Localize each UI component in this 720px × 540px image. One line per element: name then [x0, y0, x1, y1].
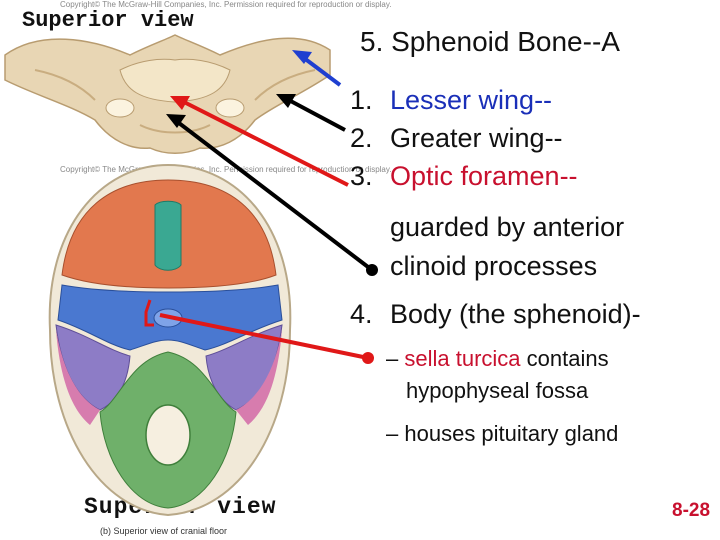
subitem-pituitary: – houses pituitary gland	[386, 420, 618, 447]
sella-turcica-term: sella turcica	[404, 346, 521, 371]
dash: –	[386, 346, 399, 371]
sella-marker	[144, 299, 154, 327]
copyright-2: Copyright© The McGraw-Hill Companies, In…	[60, 0, 392, 9]
list-item-greater-wing: 2. Greater wing--	[0, 122, 720, 155]
list-number: 4.	[350, 299, 373, 329]
list-number: 3.	[350, 161, 373, 191]
subitem-text: contains	[520, 346, 609, 371]
caption-top: Superior view	[22, 8, 194, 33]
subitem-sella-turcica: – sella turcica contains	[386, 345, 609, 372]
slide-title: 5. Sphenoid Bone--A	[360, 26, 620, 57]
copyright-1: Copyright© The McGraw-Hill Companies, In…	[60, 165, 392, 174]
pointer-arrows	[159, 50, 378, 364]
list-text: Lesser wing--	[390, 85, 553, 115]
list-item-body: 4. Body (the sphenoid)-	[0, 298, 720, 331]
subitem-continued: hypophyseal fossa	[406, 378, 589, 403]
list-item-lesser-wing: 1. Lesser wing--	[0, 84, 720, 117]
list-item-optic-foramen: 3. Optic foramen--	[0, 160, 720, 193]
list-number: 2.	[350, 123, 373, 153]
figure-caption: (b) Superior view of cranial floor	[100, 526, 228, 536]
sphenoid-bone-image	[4, 34, 331, 154]
cranial-floor-image	[48, 163, 292, 517]
page-number: 8-28	[672, 500, 711, 521]
list-text-continued: guarded by anterior	[390, 212, 625, 242]
list-text-continued: clinoid processes	[390, 251, 598, 281]
list-text: Optic foramen--	[390, 161, 578, 191]
list-text: Greater wing--	[390, 123, 563, 153]
list-text: Body (the sphenoid)-	[390, 299, 641, 329]
list-number: 1.	[350, 85, 373, 115]
dash: –	[386, 421, 399, 446]
subitem-text: houses pituitary gland	[404, 421, 619, 446]
